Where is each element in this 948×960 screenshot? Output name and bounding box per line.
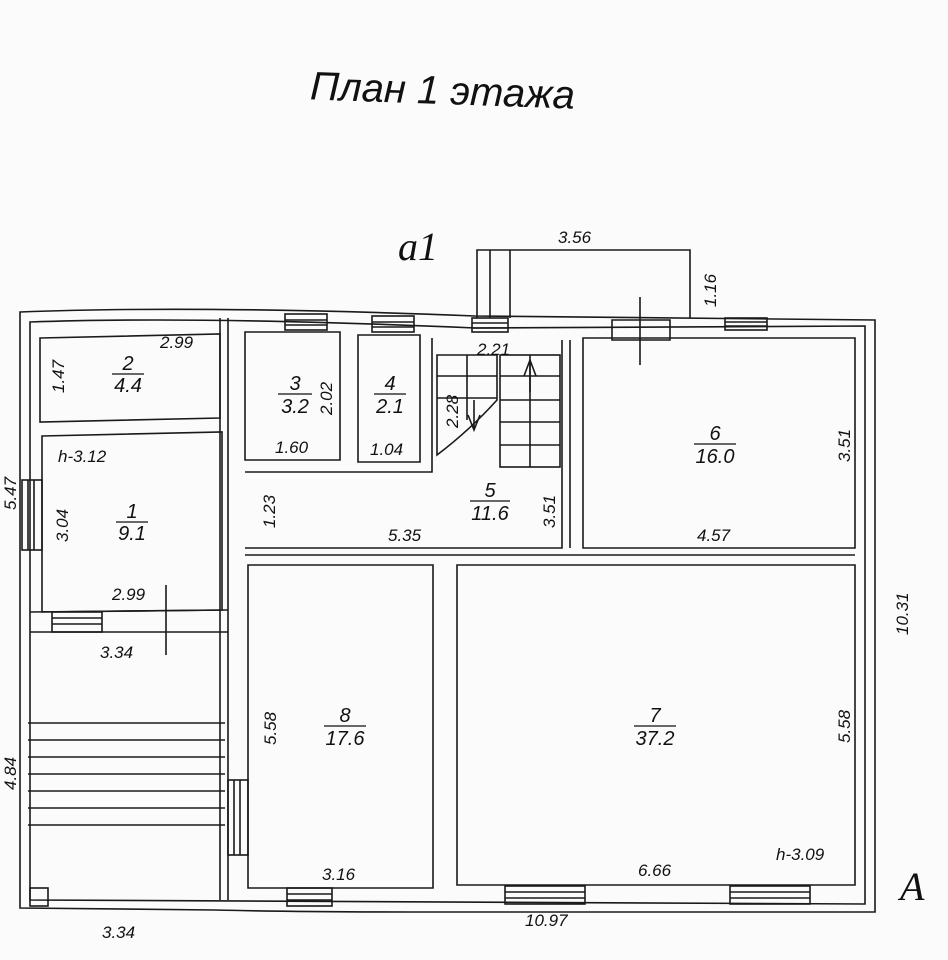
room-number: 8 bbox=[339, 705, 350, 727]
left-mid-width: 3.34 bbox=[100, 643, 133, 662]
room-dim: 4.57 bbox=[697, 526, 731, 545]
room-number: 4 bbox=[384, 373, 395, 395]
staircase bbox=[436, 354, 561, 468]
room-8: 8 17.6 5.58 3.16 bbox=[261, 705, 366, 884]
room-dim: 1.47 bbox=[49, 359, 68, 393]
room-height: h-3.09 bbox=[776, 845, 825, 864]
room-dim: 6.66 bbox=[638, 861, 672, 880]
plan-title: План 1 этажа bbox=[309, 64, 575, 117]
room-area: 11.6 bbox=[471, 503, 509, 525]
room-dim: 2.99 bbox=[111, 585, 146, 604]
room-area: 2.1 bbox=[375, 396, 404, 418]
room-dim: 3.16 bbox=[322, 865, 356, 884]
room-7: 7 37.2 h-3.09 5.58 6.66 bbox=[634, 705, 854, 880]
room-4: 4 2.1 1.04 bbox=[370, 373, 406, 459]
room-dim: 1.04 bbox=[370, 440, 403, 459]
right-total-length: 10.31 bbox=[893, 592, 912, 635]
room-dim: 5.58 bbox=[835, 709, 854, 743]
room-dim: 2.28 bbox=[443, 394, 462, 429]
left-lower-length: 4.84 bbox=[1, 757, 20, 790]
room-number: 5 bbox=[484, 480, 496, 502]
porch-depth: 1.16 bbox=[701, 273, 720, 307]
room-dim: 2.02 bbox=[317, 381, 336, 416]
room-5: 5 11.6 1.23 5.35 3.51 2.21 2.28 bbox=[260, 340, 559, 545]
porch-width: 3.56 bbox=[558, 228, 592, 247]
axis-label-A: A bbox=[897, 864, 925, 909]
walls bbox=[19, 249, 876, 913]
room-number: 2 bbox=[121, 353, 133, 375]
bottom-total-length: 10.97 bbox=[525, 911, 568, 930]
room-dim: 1.60 bbox=[275, 438, 309, 457]
room-height: h-3.12 bbox=[58, 447, 107, 466]
room-area: 3.2 bbox=[281, 396, 309, 418]
room-dim: 1.23 bbox=[260, 494, 279, 528]
windows bbox=[227, 313, 811, 907]
room-dim: 2.21 bbox=[476, 340, 510, 359]
room-dim: 5.58 bbox=[261, 711, 280, 745]
room-labels: 1 9.1 h-3.12 3.04 2.99 2 4.4 1.47 2.99 3… bbox=[49, 333, 854, 884]
room-1: 1 9.1 h-3.12 3.04 2.99 bbox=[53, 447, 148, 604]
room-2: 2 4.4 1.47 2.99 bbox=[49, 333, 194, 397]
room-number: 6 bbox=[709, 423, 721, 445]
outer-dimensions: 3.56 1.16 5.47 4.84 3.34 3.34 10.97 10.3… bbox=[1, 228, 912, 942]
room-area: 37.2 bbox=[636, 728, 675, 750]
room-dim: 3.51 bbox=[540, 495, 559, 528]
left-bottom-width: 3.34 bbox=[102, 923, 135, 942]
room-area: 16.0 bbox=[696, 446, 735, 468]
room-dim: 3.04 bbox=[53, 509, 72, 542]
room-number: 1 bbox=[126, 501, 137, 523]
room-dim: 3.51 bbox=[835, 429, 854, 462]
room-dim: 5.35 bbox=[388, 526, 422, 545]
room-number: 7 bbox=[649, 705, 661, 727]
room-area: 17.6 bbox=[326, 728, 366, 750]
left-upper-length: 5.47 bbox=[1, 476, 20, 510]
room-6: 6 16.0 3.51 4.57 bbox=[694, 423, 854, 545]
room-number: 3 bbox=[289, 373, 300, 395]
room-dim: 2.99 bbox=[159, 333, 194, 352]
room-area: 4.4 bbox=[114, 375, 142, 397]
axis-label-a1: a1 bbox=[398, 224, 438, 269]
room-3: 3 3.2 2.02 1.60 bbox=[275, 373, 336, 457]
room-area: 9.1 bbox=[118, 523, 146, 545]
